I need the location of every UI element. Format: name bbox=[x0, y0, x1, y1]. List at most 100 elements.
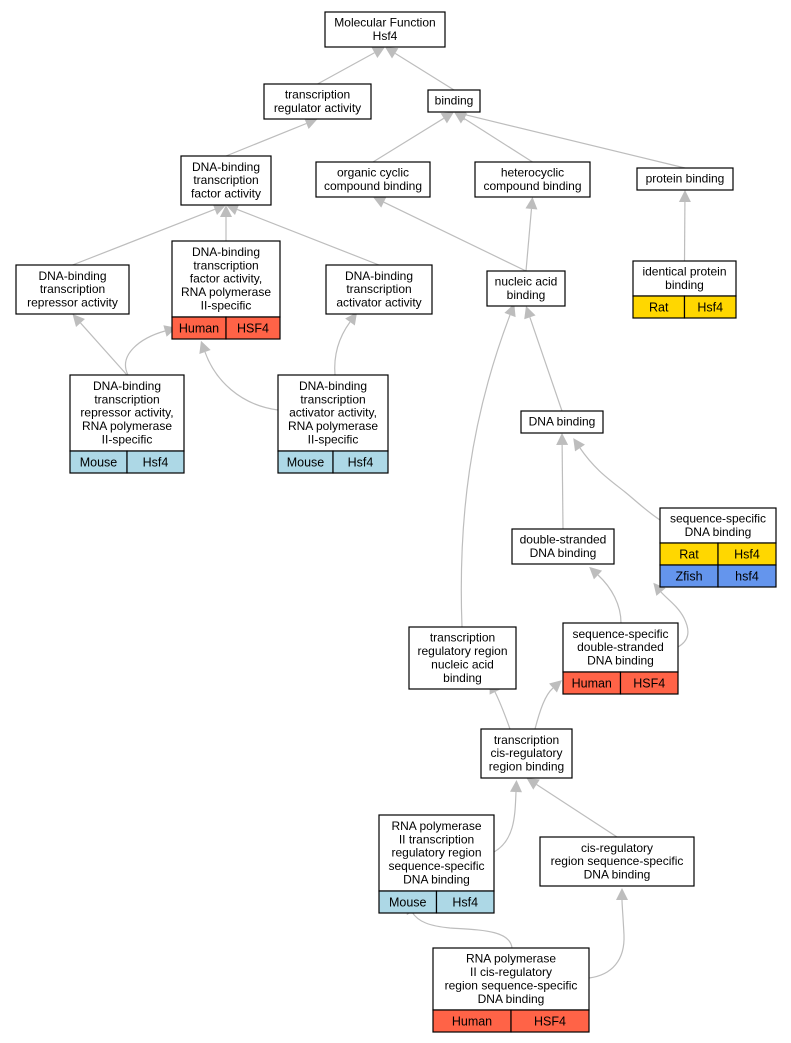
node-label-line: repressor activity bbox=[27, 296, 118, 310]
node-label-line: region sequence-specific bbox=[445, 978, 578, 992]
edge-trrnab-to-nab bbox=[460, 314, 511, 628]
arrowhead-icon bbox=[373, 196, 387, 208]
node-box bbox=[632, 260, 737, 297]
node-label-line: DNA-binding bbox=[38, 269, 106, 283]
node-box bbox=[520, 410, 604, 434]
arrowhead-icon bbox=[510, 780, 522, 793]
gene-label: HSF4 bbox=[633, 677, 665, 691]
node-label-line: transcription bbox=[193, 173, 258, 187]
gene-label: Hsf4 bbox=[697, 301, 723, 315]
node-label-line: DNA-binding bbox=[299, 379, 367, 393]
edge-dbtaa2-to-dbtfa2 bbox=[204, 351, 279, 411]
node-label-line: activator activity, bbox=[289, 406, 377, 420]
node-box bbox=[263, 83, 372, 120]
gene-cell bbox=[510, 1009, 590, 1033]
node-box bbox=[480, 728, 573, 779]
node-label-line: regulator activity bbox=[274, 101, 361, 115]
node-label-line: double-stranded bbox=[520, 533, 607, 547]
species-label: Rat bbox=[649, 301, 669, 315]
gene-cell bbox=[717, 564, 777, 588]
node-box bbox=[636, 167, 734, 191]
node-label-line: heterocyclic bbox=[501, 166, 564, 180]
edge-ssdsdb-to-dsdb bbox=[597, 574, 622, 624]
node-box bbox=[171, 240, 281, 318]
gene-cell bbox=[435, 890, 495, 914]
node-label-line: compound binding bbox=[483, 179, 581, 193]
species-gene-row[interactable]: Rat Hsf4 bbox=[632, 295, 737, 319]
species-label: Human bbox=[452, 1015, 492, 1029]
node-box bbox=[69, 374, 185, 452]
arrowhead-icon bbox=[573, 438, 585, 452]
arrowhead-icon bbox=[678, 190, 691, 203]
arrowhead-icon bbox=[653, 582, 666, 596]
node-label-line: binding bbox=[507, 288, 546, 302]
node-label-line: DNA binding bbox=[403, 873, 470, 887]
species-label: Zfish bbox=[675, 570, 702, 584]
go-term-node-pb[interactable]: protein binding bbox=[636, 167, 734, 191]
species-label: Human bbox=[572, 677, 612, 691]
node-label-line: repressor activity, bbox=[80, 406, 173, 420]
node-box bbox=[277, 374, 389, 452]
species-gene-row[interactable]: Zfish hsf4 bbox=[659, 564, 777, 588]
node-label-line: binding bbox=[665, 278, 704, 292]
node-label-line: transcription bbox=[300, 392, 365, 406]
node-label-line: II-specific bbox=[308, 433, 359, 447]
species-label: Rat bbox=[679, 548, 699, 562]
node-label-line: sequence-specific bbox=[670, 512, 766, 526]
arrowhead-icon bbox=[212, 203, 226, 215]
species-label: Mouse bbox=[389, 896, 427, 910]
node-label-line: transcription bbox=[430, 631, 495, 645]
species-gene-row[interactable]: Human HSF4 bbox=[562, 671, 679, 695]
arrowhead-icon bbox=[549, 680, 563, 693]
nodes-layer: Molecular FunctionHsf4transcriptionregul… bbox=[15, 11, 777, 1033]
node-box bbox=[659, 507, 777, 544]
node-label-line: DNA-binding bbox=[93, 379, 161, 393]
arrowhead-icon bbox=[345, 312, 358, 326]
gene-label: hsf4 bbox=[735, 570, 759, 584]
arrowhead-icon bbox=[504, 303, 516, 318]
go-term-node-bind[interactable]: binding bbox=[427, 89, 481, 113]
node-label-line: II-specific bbox=[102, 433, 153, 447]
edge-dbtaa-to-dbtfa bbox=[236, 208, 380, 266]
edge-nab-to-ocb bbox=[383, 201, 527, 272]
arrowhead-icon bbox=[616, 888, 628, 900]
node-label-line: regulatory region bbox=[391, 846, 481, 860]
node-label-line: DNA-binding bbox=[192, 245, 260, 259]
node-box bbox=[180, 155, 272, 206]
edge-ssdb-to-dnab bbox=[579, 447, 661, 521]
node-label-line: II-specific bbox=[201, 299, 252, 313]
node-label-line: RNA polymerase bbox=[466, 952, 556, 966]
node-label-line: transcription bbox=[346, 282, 411, 296]
arrowhead-icon bbox=[440, 112, 454, 124]
go-term-node-dnab[interactable]: DNA binding bbox=[520, 410, 604, 434]
arrowhead-icon bbox=[199, 340, 211, 355]
arrowhead-icon bbox=[525, 197, 538, 210]
node-box bbox=[324, 11, 446, 48]
